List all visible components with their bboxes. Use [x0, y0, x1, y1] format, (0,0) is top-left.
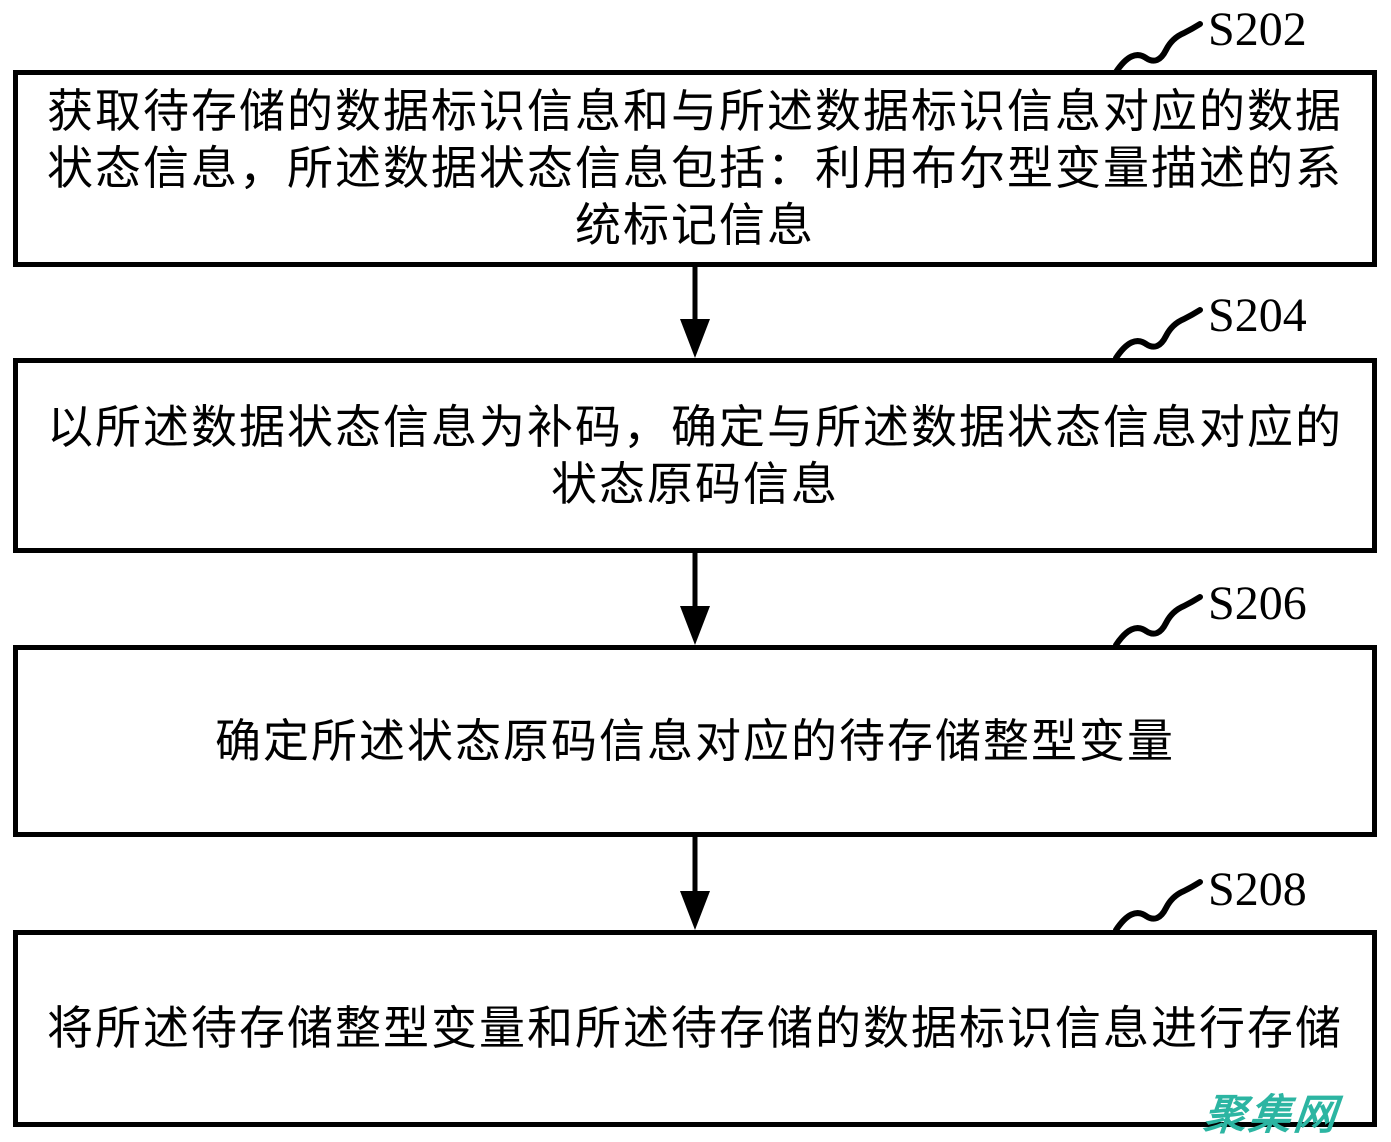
- step-text-s204: 以所述数据状态信息为补码，确定与所述数据状态信息对应的状态原码信息: [47, 401, 1343, 510]
- arrow-down-icon: [680, 267, 710, 358]
- flow-box-s204: 以所述数据状态信息为补码，确定与所述数据状态信息对应的状态原码信息: [13, 358, 1377, 553]
- squiggle-leader-icon: [1113, 21, 1203, 74]
- step-text-s206: 确定所述状态原码信息对应的待存储整型变量: [215, 715, 1175, 767]
- step-label-s208: S208: [1208, 863, 1307, 916]
- squiggle-leader-icon: [1113, 307, 1203, 360]
- flow-box-s208: 将所述待存储整型变量和所述待存储的数据标识信息进行存储: [13, 930, 1377, 1127]
- step-label-s202: S202: [1208, 3, 1307, 56]
- step-text-s202: 获取待存储的数据标识信息和与所述数据标识信息对应的数据状态信息，所述数据状态信息…: [47, 86, 1343, 251]
- squiggle-leader-icon: [1113, 879, 1203, 932]
- flow-box-s202: 获取待存储的数据标识信息和与所述数据标识信息对应的数据状态信息，所述数据状态信息…: [13, 70, 1377, 267]
- arrow-down-icon: [680, 553, 710, 645]
- arrow-down-icon: [680, 837, 710, 930]
- step-label-s206: S206: [1208, 577, 1307, 630]
- squiggle-leader-icon: [1113, 594, 1203, 647]
- flow-box-s206: 确定所述状态原码信息对应的待存储整型变量: [13, 645, 1377, 837]
- watermark: 聚集网: [1201, 1091, 1342, 1138]
- step-label-s204: S204: [1208, 289, 1307, 342]
- step-text-s208: 将所述待存储整型变量和所述待存储的数据标识信息进行存储: [47, 1003, 1343, 1054]
